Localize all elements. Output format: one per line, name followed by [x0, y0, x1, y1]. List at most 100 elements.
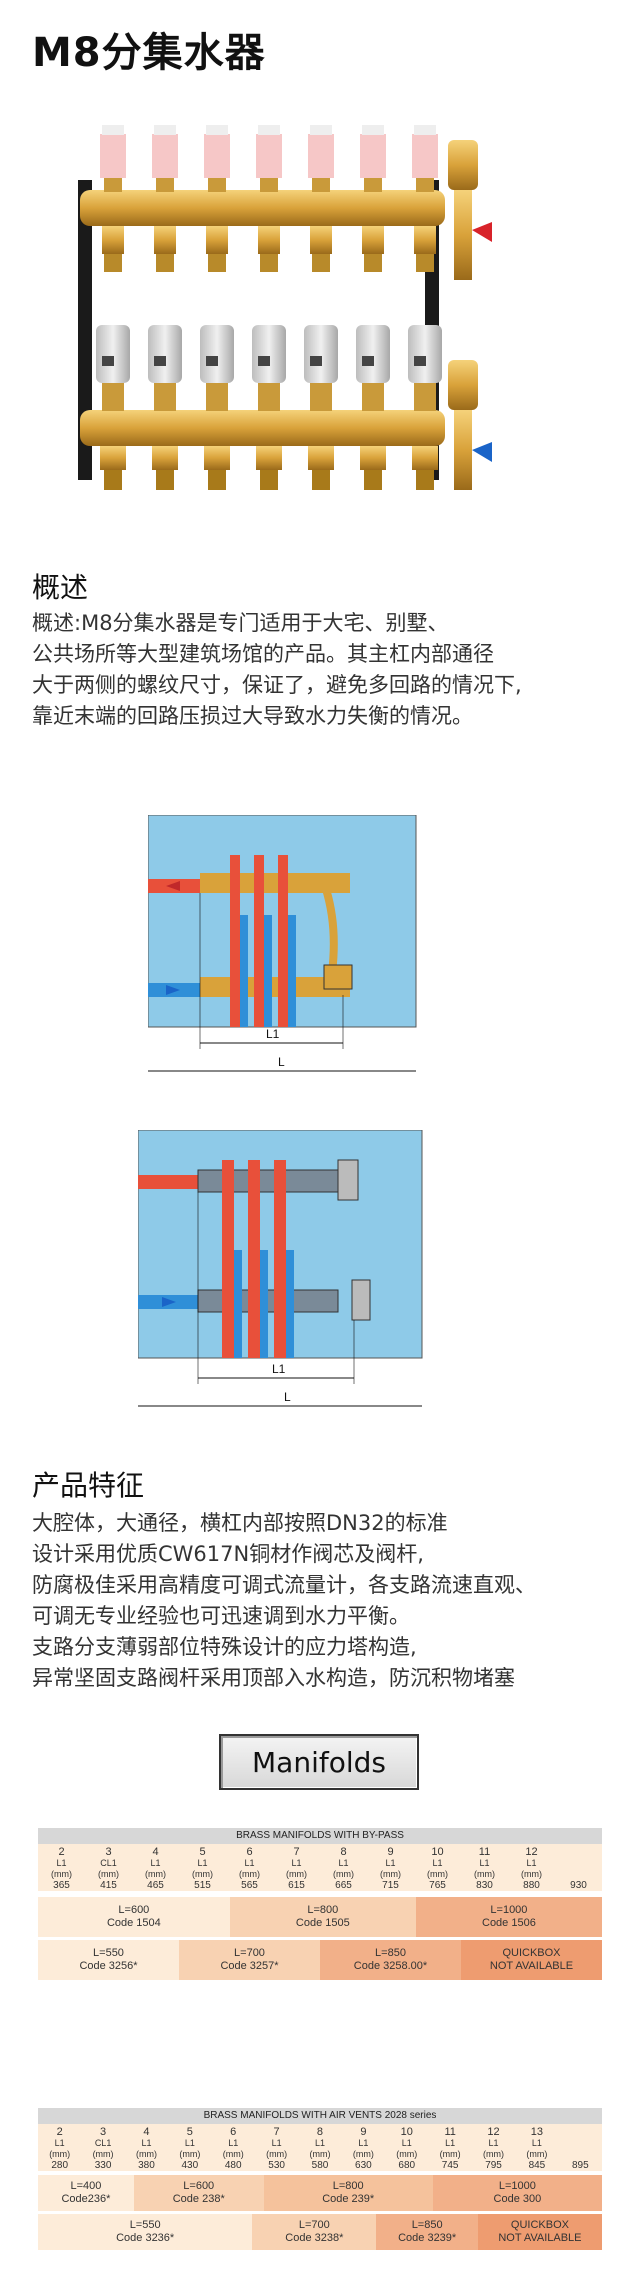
table2-cell: L=550 Code 3236* [38, 2214, 253, 2250]
table1-header-cell: 2 [58, 1846, 65, 1858]
table2-header-cell: 680 [398, 2160, 416, 2171]
table2-header-cell: 5 [186, 2126, 193, 2138]
table1-cell: L=550 Code 3256* [38, 1940, 179, 1980]
table2-header-cell: 380 [138, 2160, 155, 2171]
manifolds-button[interactable]: Manifolds [219, 1734, 419, 1790]
table2-header-cell: 10 [400, 2126, 413, 2138]
table2-header-cell: 9 [360, 2126, 367, 2138]
table2-header-cell: 2 [56, 2126, 63, 2138]
table1-header-cell: 830 [476, 1880, 493, 1891]
table1-header-cell: 465 [147, 1880, 164, 1891]
table1-header-cell: CL1 (mm) [98, 1858, 119, 1879]
table1-header-cell: 6 [246, 1846, 253, 1858]
table2-caption: BRASS MANIFOLDS WITH AIR VENTS 2028 seri… [38, 2108, 602, 2124]
table1-header-cell: 765 [429, 1880, 446, 1891]
table2-header-cell: L1 (mm) [49, 2138, 71, 2159]
page-title: M8分集水器 [32, 30, 266, 76]
table1-header-cell: L1 (mm) [333, 1858, 354, 1879]
table1-header-cell: L1 (mm) [286, 1858, 307, 1879]
table2-header-cell: 795 [485, 2160, 502, 2171]
overview-text: 概述:M8分集水器是专门适用于大宅、别墅、 公共场所等大型建筑场馆的产品。其主杠… [32, 611, 522, 728]
table1-header-cell: L1 (mm) [192, 1858, 213, 1879]
table2-header-cell: 3 [100, 2126, 107, 2138]
installation-diagram-2: L1 L [138, 1130, 423, 1407]
table2-header-cell: 7 [273, 2126, 280, 2138]
installation-diagram-1: L1 L [148, 815, 417, 1072]
table1-header-cell: 5 [199, 1846, 206, 1858]
table1-header-cell: 365 [53, 1880, 70, 1891]
table1-header-cell: 10 [431, 1846, 444, 1858]
table1-header-cell: 665 [335, 1880, 352, 1891]
table1-header-cell: L1 (mm) [427, 1858, 448, 1879]
table2-cell: L=700 Code 3238* [252, 2214, 377, 2250]
table1-header-cell: 7 [293, 1846, 300, 1858]
table2-header-cell: 11 [444, 2126, 456, 2138]
table2-header-cell: L1 (mm) [483, 2138, 505, 2159]
table2-cell: L=600 Code 238* [133, 2175, 264, 2211]
table2-header-cell: L1 (mm) [135, 2138, 157, 2159]
table2-header-cell: L1 (mm) [396, 2138, 418, 2159]
table2-header-cell: 13 [530, 2126, 544, 2138]
table2-header-cell: 12 [487, 2126, 500, 2138]
table1-header-cell: 9 [387, 1846, 394, 1858]
table1-header-cell: L1 (mm) [521, 1858, 542, 1879]
dim-l-label: L [278, 1055, 285, 1069]
table2-header-cell: 630 [355, 2160, 372, 2171]
table2-header-cell: L1 (mm) [439, 2138, 461, 2159]
dim-l1-label: L1 [266, 1027, 280, 1041]
table2-header-cell: 8 [316, 2126, 324, 2138]
table1-header-cell: 615 [288, 1880, 305, 1891]
table1-header-cell: L1 (mm) [51, 1858, 72, 1879]
table1-header-cell: 515 [194, 1880, 211, 1891]
table2-header-cell: CL1 (mm) [92, 2138, 114, 2159]
table2-header-cell: 845 [528, 2160, 546, 2171]
table2-cell: L=400 Code236* [38, 2175, 134, 2211]
table1-header-cell: L1 (mm) [474, 1858, 495, 1879]
table2-cell: L=800 Code 239* [263, 2175, 433, 2211]
table2-header-cell: 280 [51, 2160, 69, 2171]
table2-header-cell: 580 [311, 2160, 329, 2171]
overview-heading: 概述 [32, 571, 89, 604]
table2-row1: L=400 Code236* L=600 Code 238* L=800 Cod… [38, 2175, 602, 2211]
manifold-product-image [78, 125, 492, 490]
table2-row2: L=550 Code 3236* L=700 Code 3238* L=850 … [38, 2214, 602, 2250]
table1-cell: L=800 Code 1505 [229, 1897, 416, 1937]
table1-header-cell: 930 [570, 1880, 587, 1891]
table1-caption: BRASS MANIFOLDS WITH BY-PASS [38, 1828, 602, 1844]
table2-header-cell: 6 [230, 2126, 237, 2138]
table1-header-cell: 880 [523, 1880, 540, 1891]
table1-header-cell: 11 [478, 1846, 491, 1858]
table1-header-cell: 565 [241, 1880, 258, 1891]
table1-header-cell: 4 [152, 1846, 159, 1858]
table1-header-cell: L1 (mm) [239, 1858, 260, 1879]
dim-l1-label-2: L1 [272, 1362, 286, 1376]
table1-header-cell: 8 [340, 1846, 347, 1858]
table2-header-cell: 895 [571, 2160, 589, 2171]
bypass-manifolds-table: BRASS MANIFOLDS WITH BY-PASS 2 3 4 5 6 7 8 9 10 1… [38, 1828, 602, 1980]
table2-header-cell: L1 (mm) [179, 2138, 201, 2159]
table2-header-cell: 330 [94, 2160, 112, 2171]
table1-cell: L=850 Code 3258.00* [320, 1940, 461, 1980]
table2-cell: L=1000 Code 300 [432, 2175, 602, 2211]
table1-header-cell: 415 [100, 1880, 117, 1891]
table1-header-cell: 3 [105, 1846, 112, 1858]
table2-header-cell: L1 (mm) [352, 2138, 374, 2159]
airvent-manifolds-table: BRASS MANIFOLDS WITH AIR VENTS 2028 seri… [38, 2108, 602, 2250]
table1-cell: QUICKBOX NOT AVAILABLE [461, 1940, 602, 1980]
table1-row1: L=600 Code 1504 L=800 Code 1505 L=1000 C… [38, 1897, 602, 1937]
table1-cell: L=1000 Code 1506 [415, 1897, 602, 1937]
table1-header-cell: 12 [525, 1846, 538, 1858]
dim-l-label-2: L [284, 1390, 291, 1404]
table1-header-cell: 715 [382, 1880, 399, 1891]
table2-cell: L=850 Code 3239* [376, 2214, 478, 2250]
features-text: 大腔体，大通径，横杠内部按照DN32的标准 设计采用优质CW617N铜材作阀芯及… [32, 1511, 536, 1690]
table2-header-cell: L1 (mm) [309, 2138, 331, 2159]
table2-header-cell: L1 (mm) [526, 2138, 548, 2159]
table2-header-cell: 745 [441, 2160, 459, 2171]
table2-header-cell: 4 [143, 2126, 150, 2138]
table2-header-cell: 480 [224, 2160, 242, 2171]
table1-row2: L=550 Code 3256* L=700 Code 3257* L=850 … [38, 1940, 602, 1980]
table2-header-cell: L1 (mm) [222, 2138, 244, 2159]
